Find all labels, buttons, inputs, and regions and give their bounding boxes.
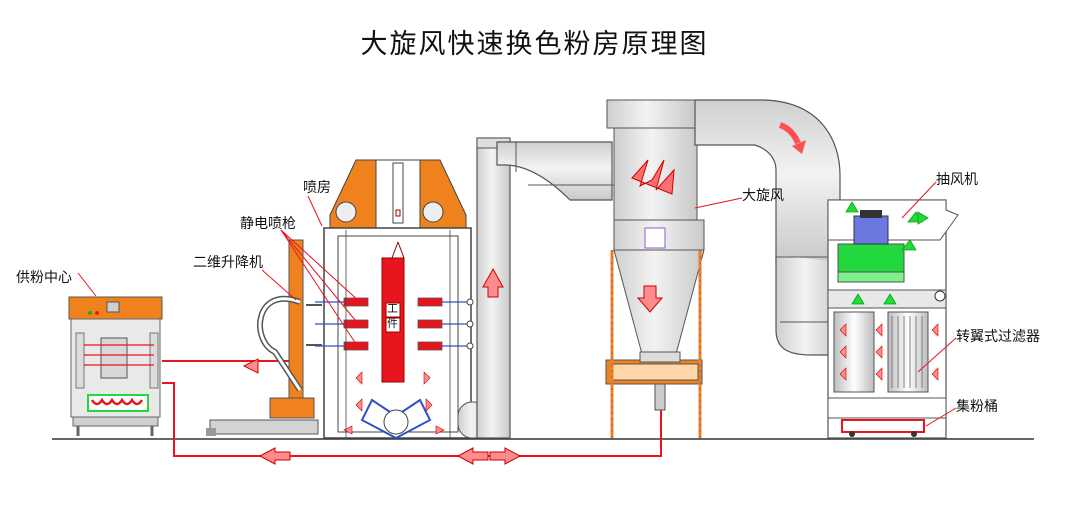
label-filter: 转翼式过滤器 [956, 329, 1040, 345]
label-workpiece-1: 工 [387, 302, 398, 315]
label-fan: 抽风机 [936, 172, 978, 188]
label-powder-center: 供粉中心 [16, 270, 72, 286]
label-workpiece-2: 件 [387, 317, 398, 330]
horizontal-duct [496, 141, 615, 201]
label-lift: 二维升降机 [193, 255, 263, 271]
vertical-duct [476, 137, 511, 439]
spray-booth [315, 159, 489, 440]
leader-lines [77, 181, 957, 427]
overhead-duct [694, 99, 841, 356]
label-booth: 喷房 [303, 180, 331, 196]
diagram-title: 大旋风快速换色粉房原理图 [360, 29, 709, 60]
label-cyclone: 大旋风 [742, 188, 784, 204]
lift-unit [206, 239, 322, 436]
powder-center-unit [68, 296, 163, 436]
cyclone-unit [605, 99, 705, 438]
label-gun: 静电喷枪 [240, 216, 296, 232]
powder-return-pipe [162, 360, 662, 457]
label-bucket: 集粉桶 [956, 399, 998, 415]
filter-cabinet [827, 199, 959, 439]
flow-arrows-bottom [242, 358, 522, 465]
